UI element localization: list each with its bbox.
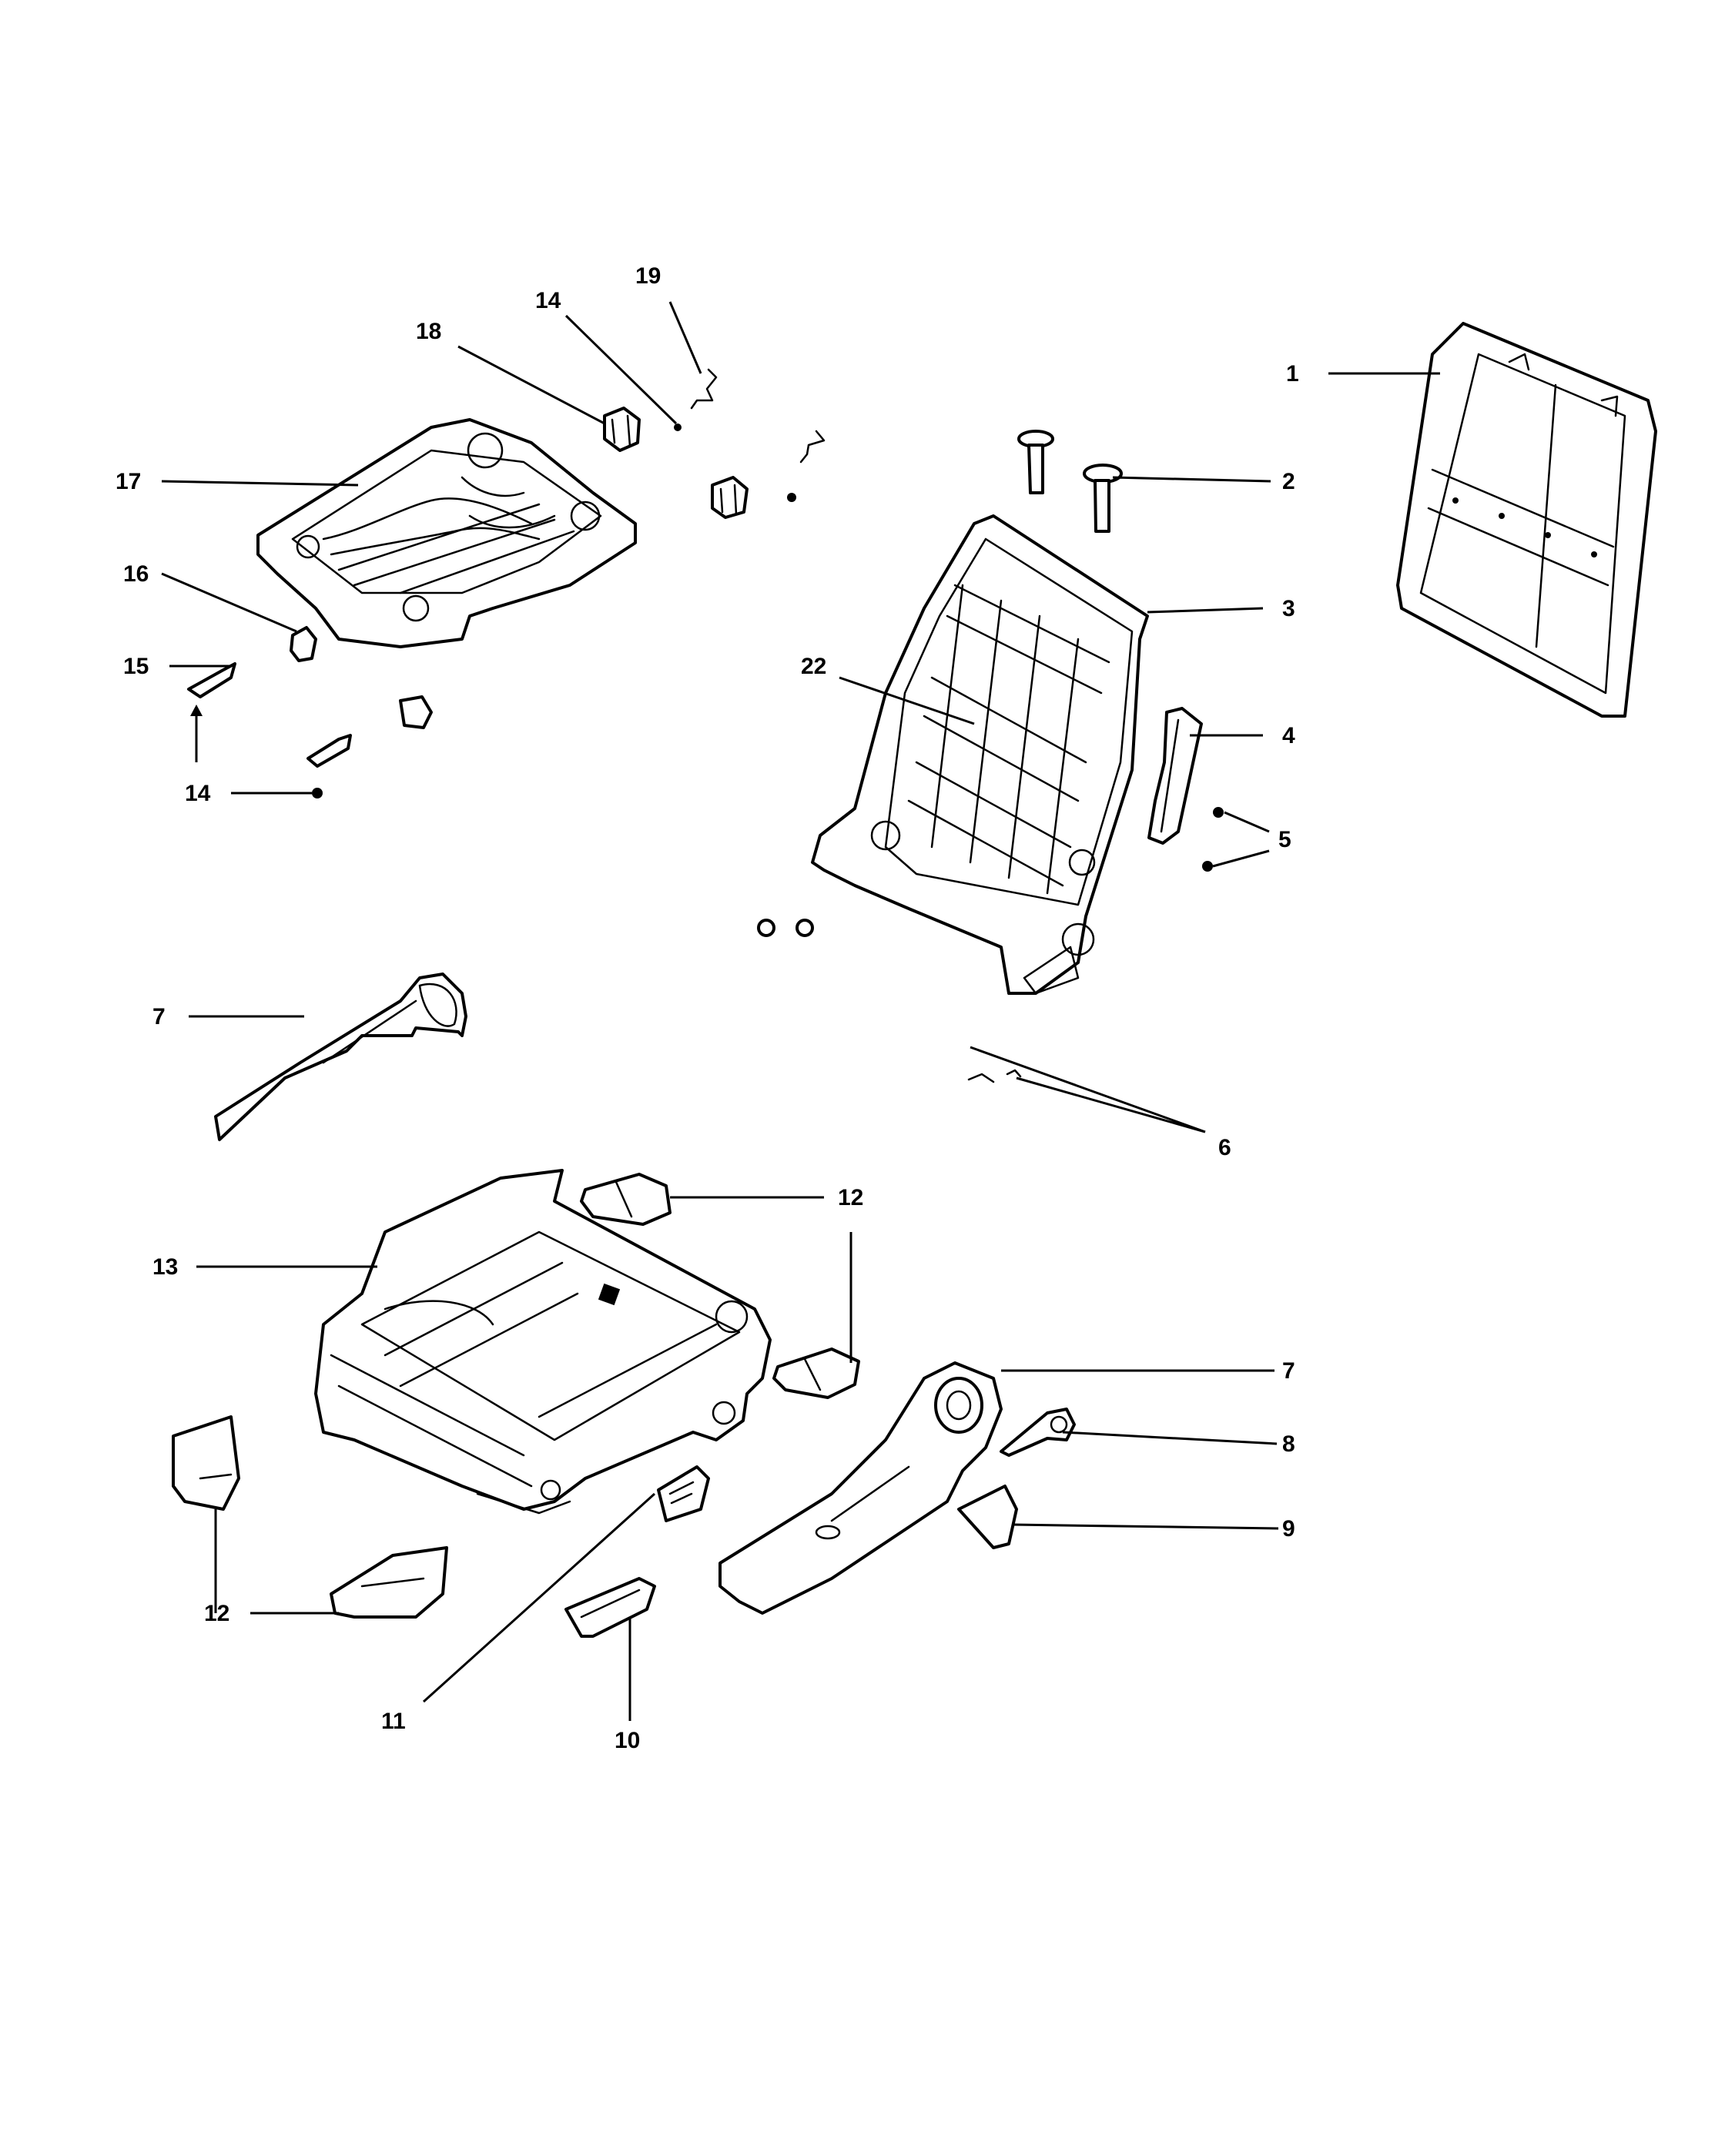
bolt-5a (1213, 807, 1224, 818)
seatback-side-strip (1147, 707, 1203, 845)
fastener-14b (787, 493, 796, 502)
callout-18: 18 (416, 319, 441, 344)
callout-7-upper: 7 (152, 1004, 166, 1029)
bracket-19 (690, 368, 826, 464)
side-shield-lower (718, 1361, 1003, 1615)
bolt-5b (1202, 861, 1213, 872)
callout-8: 8 (1282, 1431, 1295, 1457)
callout-11: 11 (381, 1709, 406, 1734)
callout-6: 6 (1218, 1135, 1231, 1160)
callout-14-lower: 14 (185, 781, 211, 806)
strap-15b (306, 734, 352, 768)
callout-9: 9 (1282, 1516, 1295, 1542)
callout-17: 17 (116, 469, 141, 494)
seat-track-frame (314, 1169, 772, 1515)
cover-cap-12d (330, 1546, 448, 1619)
callout-10: 10 (615, 1728, 640, 1753)
callout-16: 16 (123, 561, 149, 587)
callout-4: 4 (1282, 723, 1295, 748)
headrest-guide-b (1083, 464, 1123, 533)
callout-19: 19 (635, 263, 661, 289)
fastener-14a (674, 424, 682, 431)
nut-b (796, 919, 814, 937)
fastener-14c (312, 788, 323, 798)
callout-12-left: 12 (204, 1601, 229, 1626)
seatback-rear-panel (1396, 322, 1657, 718)
seatback-frame (811, 514, 1149, 995)
trim-10 (564, 1577, 656, 1638)
clip-16b (399, 695, 433, 729)
callout-14-top: 14 (535, 288, 561, 313)
callout-7-lower: 7 (1282, 1358, 1295, 1384)
callout-5: 5 (1278, 827, 1291, 852)
arrow-14 (190, 705, 203, 716)
cover-cap-12b (772, 1348, 860, 1399)
callout-labels: 1 2 3 4 5 6 7 7 8 9 10 11 12 12 13 14 14… (116, 263, 1299, 1753)
clip-16 (290, 626, 317, 662)
nut-a (757, 919, 775, 937)
pin-6 (967, 1069, 1022, 1083)
callout-1: 1 (1286, 361, 1299, 387)
leader-lines (161, 301, 1440, 1721)
side-shield-upper (214, 973, 467, 1141)
callout-13: 13 (152, 1254, 178, 1280)
seat-cushion-pan (256, 418, 637, 648)
callout-12-right: 12 (838, 1185, 863, 1210)
cover-cap-12c (172, 1415, 240, 1511)
callout-2: 2 (1282, 469, 1295, 494)
clip-18b (711, 476, 749, 519)
callout-22: 22 (801, 654, 826, 679)
cover-cap-12a (580, 1173, 672, 1226)
clip-18 (603, 407, 641, 452)
switch-module-11 (657, 1465, 710, 1522)
callout-15: 15 (123, 654, 149, 679)
headrest-guide-a (1017, 430, 1054, 494)
callout-3: 3 (1282, 596, 1295, 621)
strap-15 (187, 662, 236, 698)
trim-cover-9 (957, 1485, 1018, 1549)
